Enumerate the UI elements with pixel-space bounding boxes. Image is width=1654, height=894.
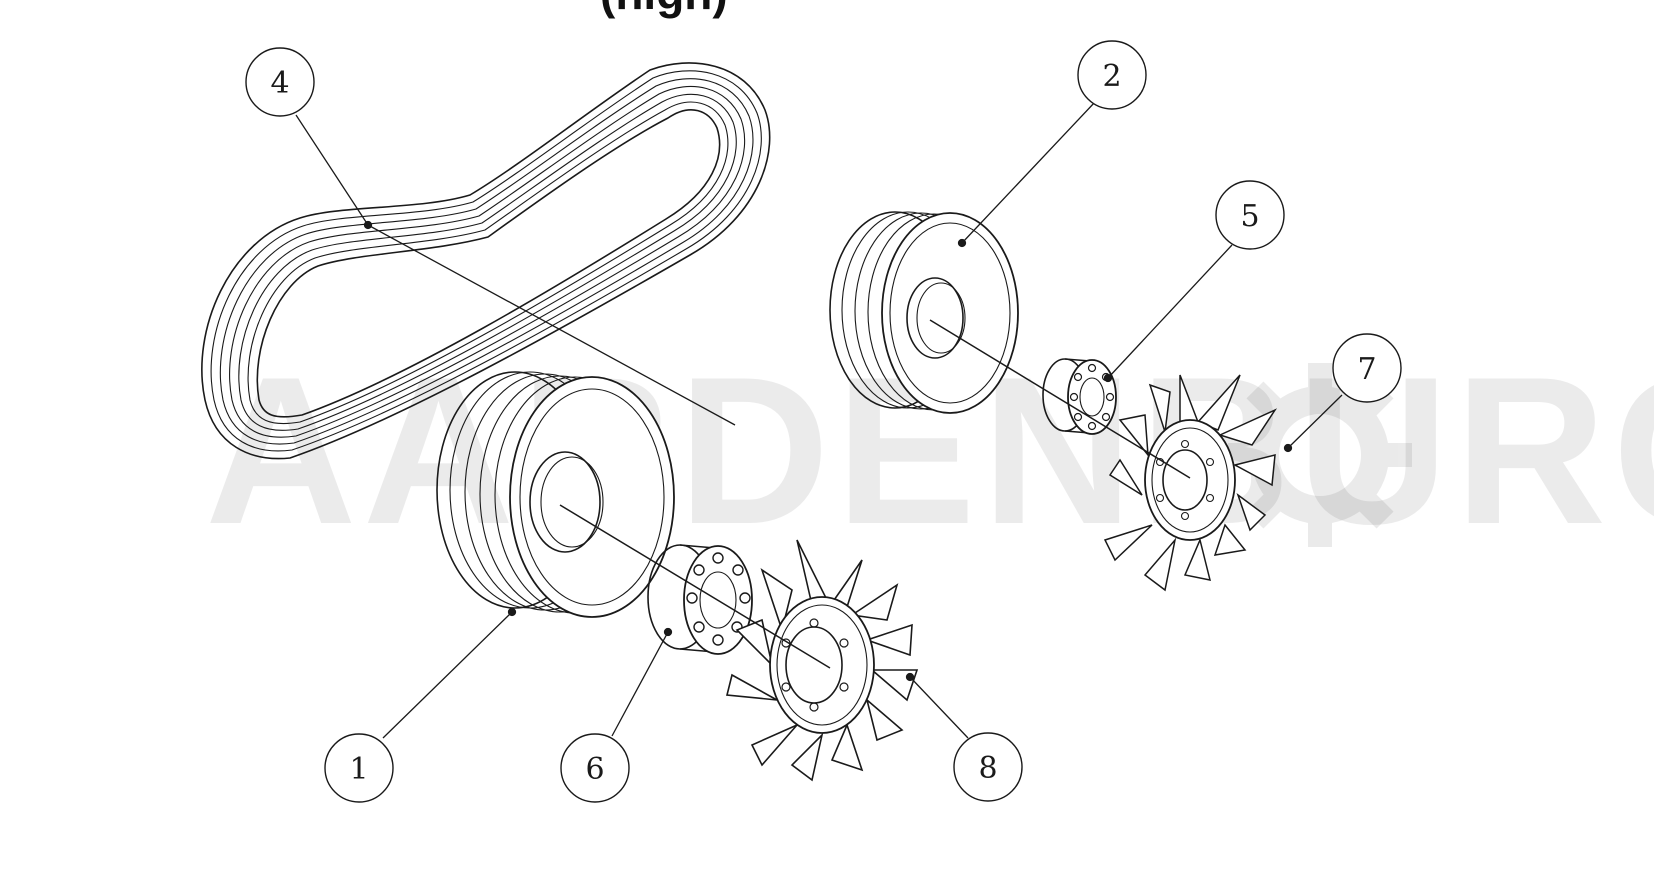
callout-8: 8 bbox=[953, 732, 1023, 802]
callout-5: 5 bbox=[1215, 180, 1285, 250]
fan-large bbox=[725, 539, 919, 782]
callout-8-label: 8 bbox=[978, 751, 997, 786]
taper-bushing-large bbox=[647, 544, 753, 655]
callout-2: 2 bbox=[1077, 40, 1147, 110]
callout-2-label: 2 bbox=[1102, 59, 1121, 94]
pulley-small bbox=[829, 211, 1019, 414]
callout-7: 7 bbox=[1332, 333, 1402, 403]
callout-4-label: 4 bbox=[270, 66, 289, 101]
callout-6-label: 6 bbox=[585, 752, 604, 787]
axis-lines bbox=[559, 319, 1191, 669]
leader-lines bbox=[295, 101, 1343, 739]
callout-5-label: 5 bbox=[1240, 199, 1259, 234]
taper-bushing-small bbox=[1042, 358, 1117, 435]
callout-1: 1 bbox=[324, 733, 394, 803]
pulley-large bbox=[436, 371, 675, 618]
callout-1-label: 1 bbox=[349, 752, 368, 787]
diagram-title: (high) bbox=[600, 0, 728, 20]
v-belt bbox=[201, 62, 771, 460]
callout-4: 4 bbox=[245, 47, 315, 117]
callout-7-label: 7 bbox=[1357, 352, 1376, 387]
fan-small bbox=[1103, 374, 1278, 592]
callout-6: 6 bbox=[560, 733, 630, 803]
